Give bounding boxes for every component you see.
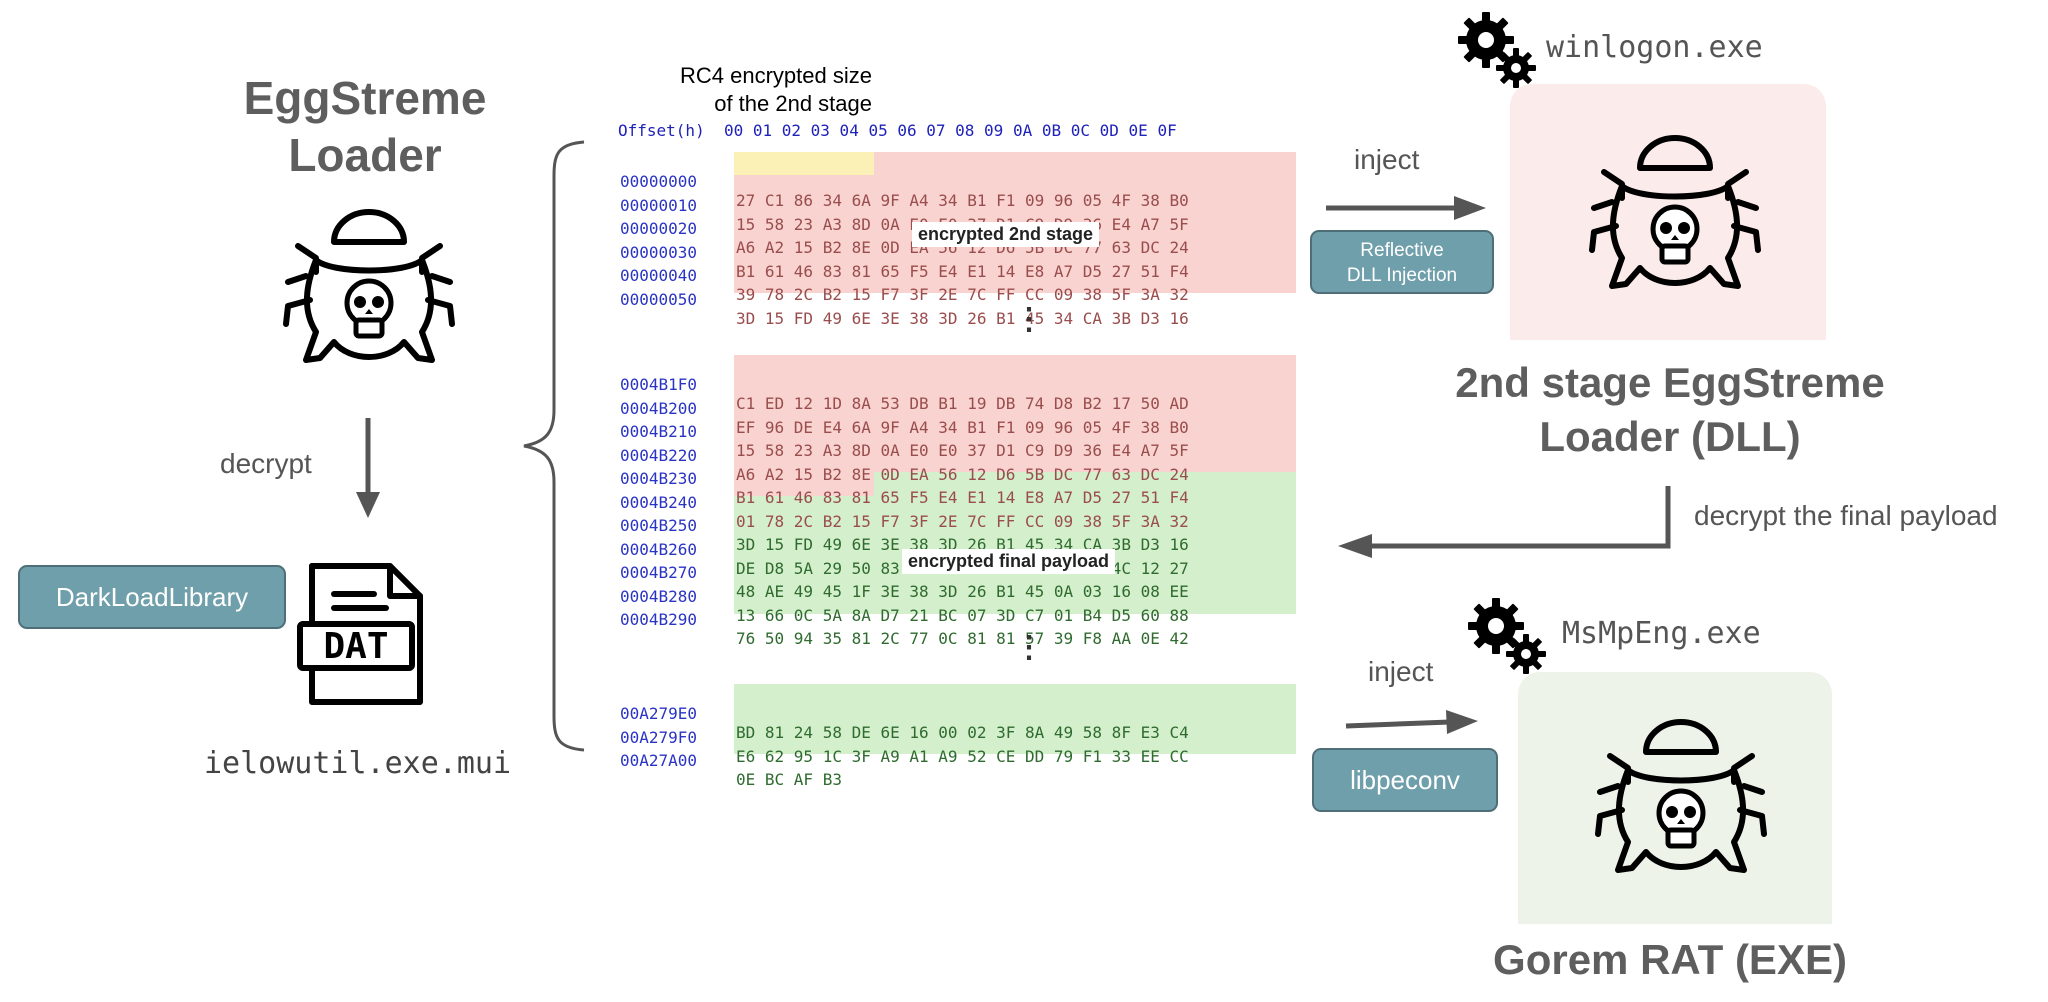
eggstreme-loader-title-line1: EggStreme bbox=[243, 72, 487, 124]
decrypt-final-payload-arrow bbox=[1338, 486, 1671, 558]
hex-bytes: B1 61 46 83 81 65 F5 E4 E1 14 E8 A7 D5 2… bbox=[736, 488, 1189, 507]
hex-offset: 0004B220 bbox=[620, 445, 698, 465]
hex-offset: 0004B230 bbox=[620, 469, 698, 488]
hex-row: 0004B220 A6 A2 15 B2 8E 0D EA 56 12 D6 5… bbox=[0, 427, 1189, 484]
decrypt-down-arrow bbox=[356, 418, 380, 518]
hex-row: 00A279E0 BD 81 24 58 DE 6E 16 00 02 3F 8… bbox=[0, 685, 1189, 742]
hex-bytes: 01 78 2C B2 15 F7 3F 2E 7C FF CC 09 38 5… bbox=[736, 511, 1189, 531]
bug-skull-icon bbox=[283, 209, 455, 363]
hex-offset: 0004B210 bbox=[620, 422, 698, 441]
hex-row: 0004B1F0 C1 ED 12 1D 8A 53 DB B1 19 DB 7… bbox=[0, 356, 1189, 413]
rc4-size-highlight bbox=[734, 152, 874, 175]
ielowutil-file-name: ielowutil.exe.mui bbox=[204, 746, 512, 781]
hex-row: 0004B250 3D 15 FD 49 6E 3E 38 3D 26 B1 4… bbox=[0, 497, 1189, 554]
hex-bytes: A6 A2 15 B2 8E 0D EA 56 12 D6 5B DC 77 6… bbox=[736, 464, 1189, 484]
hex-header: Offset(h) 00 01 02 03 04 05 06 07 08 09 … bbox=[618, 121, 1177, 140]
hex-offset: 00000040 bbox=[620, 266, 698, 285]
hex-offset: 0004B260 bbox=[620, 539, 698, 559]
hex-row: 00000020 A6 A2 15 B2 8E 0D EA 56 12 D6 5… bbox=[0, 200, 1189, 257]
file-outline-icon bbox=[297, 563, 423, 705]
hex-row: 00A279F0 E6 62 95 1C 3F A9 A1 A9 52 CE D… bbox=[0, 709, 1189, 766]
inject-label-bottom: inject bbox=[1368, 656, 1434, 687]
hex-row: 00000000 27 C1 86 34 6A 9F A4 34 B1 F1 0… bbox=[0, 153, 1189, 210]
hex-row: 0004B280 13 66 0C 5A 8A D7 21 BC 07 3D C… bbox=[0, 568, 1189, 625]
hex-offset: 00000020 bbox=[620, 219, 698, 238]
hex-row: 00000010 15 58 23 A3 8D 0A E0 E0 37 D1 C… bbox=[0, 177, 1189, 234]
inject-arrow-bottom bbox=[1345, 710, 1478, 734]
hex-offset: 0004B240 bbox=[620, 492, 698, 512]
curly-brace bbox=[523, 140, 585, 752]
hex-row: 0004B230 B1 61 46 83 81 65 F5 E4 E1 14 E… bbox=[0, 450, 1189, 507]
second-stage-title-line2: Loader (DLL) bbox=[1539, 413, 1801, 460]
second-stage-title-line1: 2nd stage EggStreme bbox=[1455, 359, 1885, 406]
hex-bytes: C1 ED 12 1D 8A 53 DB B1 19 DB 74 D8 B2 1… bbox=[736, 394, 1189, 413]
final-payload-end-band bbox=[734, 684, 1296, 754]
msmpeng-process-label: MsMpEng.exe bbox=[1562, 616, 1761, 651]
hex-bytes: BD 81 24 58 DE 6E 16 00 02 3F 8A 49 58 8… bbox=[736, 723, 1189, 742]
hex-bytes: 3D 15 FD 49 6E 3E 38 3D 26 B1 45 34 CA 3… bbox=[736, 308, 1189, 328]
hex-row: 0004B200 EF 96 DE E4 6A 9F A4 34 B1 F1 0… bbox=[0, 380, 1189, 437]
rc4-size-note-line2: of the 2nd stage bbox=[714, 91, 872, 116]
hex-bytes: EF 96 DE E4 6A 9F A4 34 B1 F1 09 96 05 4… bbox=[736, 417, 1189, 437]
bug-skull-icon bbox=[1595, 719, 1767, 873]
hex-offset: 00000050 bbox=[620, 289, 698, 309]
hex-bytes: 76 50 94 35 81 2C 77 0C 81 81 57 39 F8 A… bbox=[736, 629, 1189, 648]
reflective-dll-injection-tag: Reflective DLL Injection bbox=[1310, 230, 1494, 294]
dat-label: DAT bbox=[323, 626, 389, 667]
darkloadlibrary-tag: DarkLoadLibrary bbox=[18, 565, 286, 629]
eggstreme-loader-title-line2: Loader bbox=[288, 129, 442, 181]
hex-row: 0004B260 DE D8 5A 29 50 83 E8 D9 A9 11 6… bbox=[0, 521, 1189, 578]
hex-row: 0004B270 48 AE 49 45 1F 3E 38 3D 26 B1 4… bbox=[0, 544, 1189, 601]
decrypt-final-payload-label: decrypt the final payload bbox=[1694, 500, 1998, 531]
hex-ellipsis-1: ⋮ bbox=[1014, 303, 1044, 336]
bug-skull-icon bbox=[1589, 135, 1761, 289]
hex-offset: 0004B270 bbox=[620, 563, 698, 582]
gears-icon bbox=[1468, 598, 1546, 674]
rc4-size-note: RC4 encrypted size of the 2nd stage bbox=[664, 62, 872, 118]
eggstreme-loader-title: EggStreme Loader bbox=[210, 70, 520, 184]
hex-offset: 0004B250 bbox=[620, 516, 698, 535]
hex-offset: 00000010 bbox=[620, 195, 698, 215]
hex-bytes: 48 AE 49 45 1F 3E 38 3D 26 B1 45 0A 03 1… bbox=[736, 582, 1189, 601]
hex-bytes: 39 78 2C B2 15 F7 3F 2E 7C FF CC 09 38 5… bbox=[736, 285, 1189, 304]
hex-row: 0004B240 01 78 2C B2 15 F7 3F 2E 7C FF C… bbox=[0, 474, 1189, 531]
hex-offset: 00000000 bbox=[620, 172, 698, 191]
hex-bytes: B1 61 46 83 81 65 F5 E4 E1 14 E8 A7 D5 2… bbox=[736, 261, 1189, 281]
hex-row: 00000040 39 78 2C B2 15 F7 3F 2E 7C FF C… bbox=[0, 247, 1189, 304]
hex-row: 00A27A00 0E BC AF B3 bbox=[0, 732, 842, 789]
inject-arrow-top bbox=[1326, 196, 1486, 220]
hex-bytes: 27 C1 86 34 6A 9F A4 34 B1 F1 09 96 05 4… bbox=[736, 191, 1189, 210]
hex-bytes: 15 58 23 A3 8D 0A E0 E0 37 D1 C9 D9 36 E… bbox=[736, 441, 1189, 460]
gears-icon bbox=[1458, 12, 1536, 88]
inject-label-top: inject bbox=[1354, 144, 1420, 175]
hex-offset: 00000030 bbox=[620, 242, 698, 262]
hex-row: 0004B210 15 58 23 A3 8D 0A E0 E0 37 D1 C… bbox=[0, 403, 1189, 460]
hex-row: 00000050 3D 15 FD 49 6E 3E 38 3D 26 B1 4… bbox=[0, 271, 1189, 328]
reflective-tag-line1: Reflective bbox=[1360, 240, 1444, 261]
hex-row: 0004B290 76 50 94 35 81 2C 77 0C 81 81 5… bbox=[0, 591, 1189, 648]
reflective-tag-line2: DLL Injection bbox=[1346, 265, 1458, 286]
rc4-size-note-line1: RC4 encrypted size bbox=[680, 63, 872, 88]
hex-offset: 00A279E0 bbox=[620, 704, 698, 723]
decrypt-label: decrypt bbox=[220, 448, 312, 479]
hex-bytes: 13 66 0C 5A 8A D7 21 BC 07 3D C7 01 B4 D… bbox=[736, 605, 1189, 625]
final-payload-start-highlight bbox=[874, 472, 1296, 496]
hex-offset: 00A27A00 bbox=[620, 751, 698, 770]
hex-bytes: 0E BC AF B3 bbox=[736, 770, 842, 789]
hex-offset: 0004B1F0 bbox=[620, 375, 698, 394]
encrypted-final-payload-callout: encrypted final payload bbox=[902, 549, 1116, 574]
second-stage-title: 2nd stage EggStreme Loader (DLL) bbox=[1400, 356, 1940, 464]
encrypted-2nd-stage-callout: encrypted 2nd stage bbox=[912, 222, 1100, 247]
hex-offset: 0004B200 bbox=[620, 398, 698, 418]
hex-bytes: E6 62 95 1C 3F A9 A1 A9 52 CE DD 79 F1 3… bbox=[736, 746, 1189, 766]
hex-offset: 00A279F0 bbox=[620, 727, 698, 747]
hex-row: 00000030 B1 61 46 83 81 65 F5 E4 E1 14 E… bbox=[0, 224, 1189, 281]
gorem-rat-title: Gorem RAT (EXE) bbox=[1493, 936, 1847, 983]
winlogon-process-label: winlogon.exe bbox=[1546, 30, 1763, 65]
libpeconv-tag: libpeconv bbox=[1312, 748, 1498, 812]
hex-ellipsis-2: ⋮ bbox=[1014, 631, 1044, 664]
hex-offset: 0004B290 bbox=[620, 610, 698, 629]
dat-file-icon: DAT bbox=[294, 560, 426, 708]
hex-offset: 0004B280 bbox=[620, 586, 698, 606]
